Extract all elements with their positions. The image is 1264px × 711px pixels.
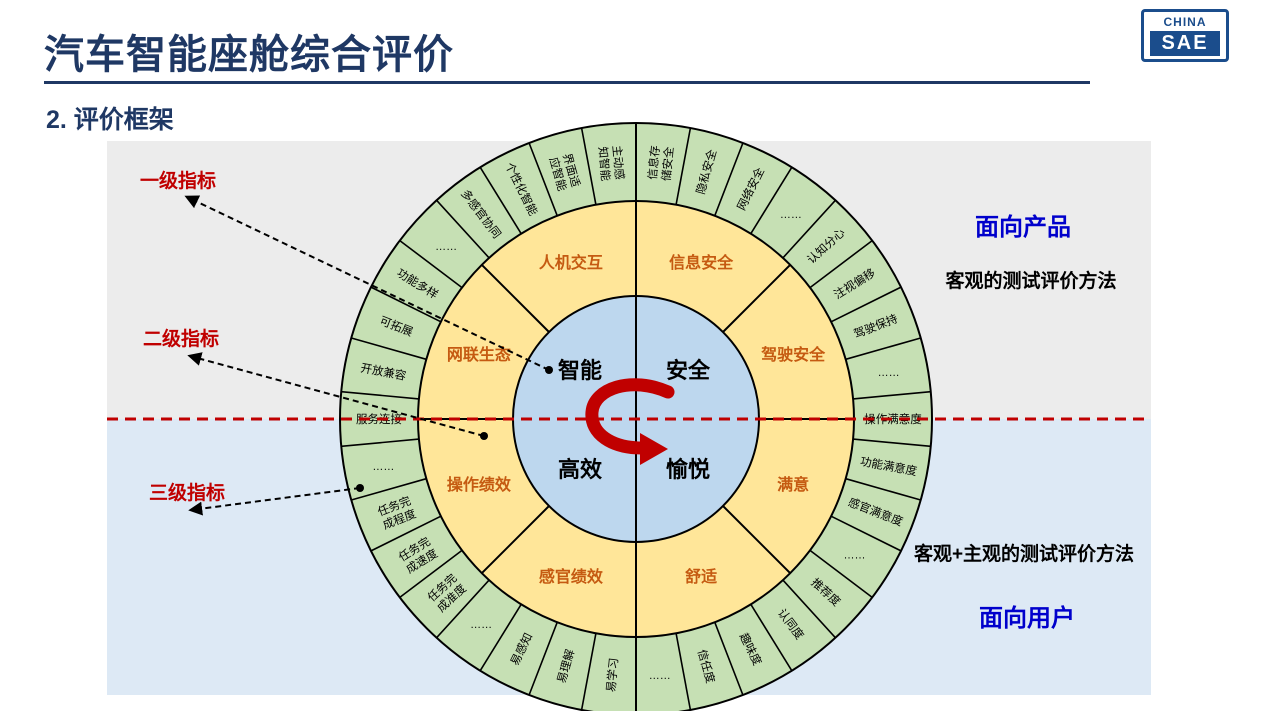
level3-separator	[845, 477, 921, 501]
level3-separator	[351, 337, 427, 361]
level3-separators	[341, 123, 931, 711]
level3-separator	[479, 166, 522, 235]
level3-label-17: ……	[649, 670, 671, 682]
level3-label-30: ……	[780, 209, 802, 221]
level3-label-25: 操作满意度	[864, 412, 922, 426]
level3-pointer	[188, 484, 364, 516]
level1-pointer	[184, 195, 553, 374]
center-label-safety: 安全	[666, 358, 711, 383]
center-label-smart: 智能	[558, 358, 602, 383]
level3-separator	[528, 142, 558, 216]
level2-separator	[722, 505, 791, 574]
level3-label-26: ……	[878, 367, 900, 379]
level3-separator	[341, 438, 419, 448]
level3-separator	[580, 633, 597, 711]
level2-label-6: 操作绩效	[447, 475, 511, 494]
level3-label-33: 信息存储安全	[645, 144, 676, 181]
level3-separator	[675, 127, 692, 205]
level3-label-0: 主动感知智能	[596, 145, 627, 182]
level2-label-3: 满意	[777, 475, 809, 494]
level3-separator	[782, 199, 836, 259]
user-title: 面向用户	[979, 604, 1075, 632]
level3-separator	[782, 579, 836, 639]
level3-separator	[809, 549, 873, 599]
center-label-pleasure: 愉悦	[666, 457, 710, 482]
level3-separator	[580, 127, 597, 205]
level3-label-13: ……	[470, 619, 492, 631]
level3-separator	[714, 622, 744, 696]
level2-label-4: 舒适	[685, 567, 717, 586]
level3-separator	[750, 166, 793, 235]
level3-separator	[436, 579, 490, 639]
level3-separator	[714, 142, 744, 216]
level3-separator	[370, 286, 442, 323]
level3-label-4: ……	[435, 241, 457, 253]
level3-separator	[830, 286, 902, 323]
product-title: 面向产品	[975, 213, 1071, 241]
level2-label-2: 驾驶安全	[760, 345, 826, 364]
level2-label-7: 网联生态	[447, 345, 511, 364]
level3-separator	[436, 199, 490, 259]
level1-label: 一级指标	[140, 169, 216, 192]
level3-separator	[845, 337, 921, 361]
level3-separator	[750, 603, 793, 672]
level3-separator	[853, 438, 931, 448]
level3-separator	[479, 603, 522, 672]
title-underline	[44, 81, 1090, 84]
section-subtitle: 2. 评价框架	[46, 106, 174, 134]
logo-top-text: CHINA	[1163, 15, 1207, 29]
level3-separator	[351, 477, 427, 501]
level3-label: 三级指标	[149, 481, 225, 504]
level3-label-22: ……	[844, 549, 866, 561]
level3-separator	[399, 549, 463, 599]
level3-separator	[853, 390, 931, 400]
page-title: 汽车智能座舱综合评价	[44, 33, 454, 77]
level2-label: 二级指标	[143, 327, 219, 350]
center-label-efficient: 高效	[558, 457, 602, 482]
level2-label-5: 感官绩效	[539, 567, 603, 586]
logo-bottom-text: SAE	[1150, 31, 1220, 56]
level2-pointer	[187, 352, 488, 440]
level3-separator	[809, 239, 873, 289]
level3-separator	[830, 515, 902, 552]
level2-separator	[481, 505, 550, 574]
product-method: 客观的测试评价方法	[945, 269, 1116, 292]
user-method: 客观+主观的测试评价方法	[914, 542, 1134, 565]
level3-label-9: ……	[372, 461, 394, 473]
level2-label-0: 人机交互	[539, 253, 603, 272]
level3-separator	[370, 515, 442, 552]
level3-separator	[675, 633, 692, 711]
level3-separator	[341, 390, 419, 400]
china-sae-logo: CHINA SAE	[1141, 9, 1229, 62]
level3-separator	[528, 622, 558, 696]
level3-separator	[399, 239, 463, 289]
level2-separator	[722, 264, 791, 333]
level3-label-16: 易学习	[604, 657, 621, 693]
level2-separator	[481, 264, 550, 333]
curved-arrow-icon	[585, 378, 675, 465]
level2-label-1: 信息安全	[669, 253, 734, 272]
